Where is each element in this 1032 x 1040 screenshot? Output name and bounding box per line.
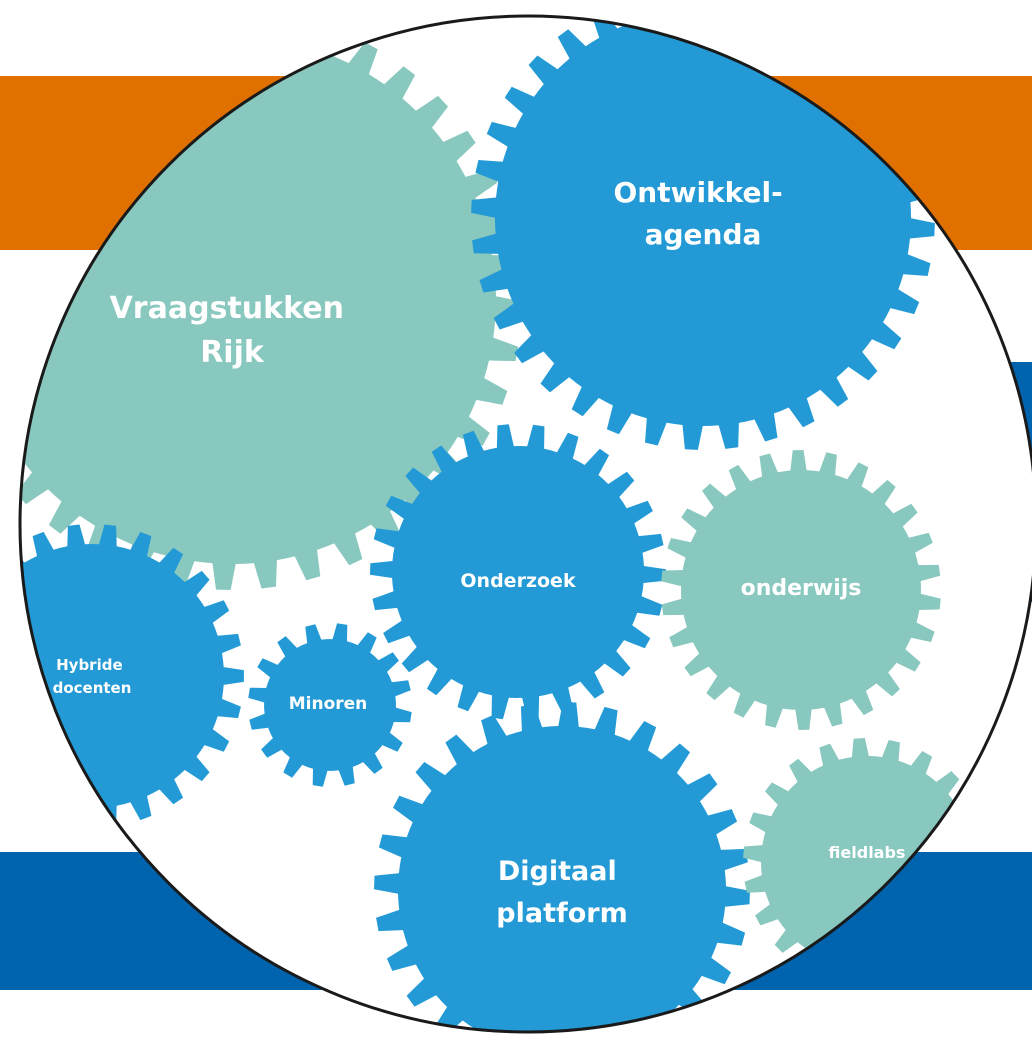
onderzoek-line-1: Onderzoek [460,570,576,592]
gear-label-hybride: Hybride docenten [53,656,132,697]
digitaal-line-2: platform [496,898,627,929]
hybride-line-2: docenten [53,679,132,697]
fieldlabs-line-1: fieldlabs [829,843,906,862]
digitaal-line-1: Digitaal [498,856,617,887]
gear-label-fieldlabs: fieldlabs [829,843,906,862]
gear-onderzoek: Onderzoek [370,424,666,720]
digitaal-gear-icon [374,702,750,1032]
gear-onderwijs: onderwijs [661,450,941,730]
gear-label-onderwijs: onderwijs [741,576,862,601]
gear-digitaal-platform: Digitaal platform [374,702,750,1032]
ontwikkel-line-2: agenda [645,218,762,251]
hybride-line-1: Hybride [56,656,123,674]
gear-label-digitaal: Digitaal platform [496,856,627,929]
gear-hybride-docenten: Hybride docenten [20,524,244,828]
gear-label-onderzoek: Onderzoek [460,570,576,592]
circle-outline [18,14,1032,1034]
vraagstukken-line-2: Rijk [200,335,265,370]
gear-label-vraagstukken: Vraagstukken Rijk [110,291,355,370]
gear-label-ontwikkel: Ontwikkel- agenda [613,176,792,251]
onderwijs-gear-icon [661,450,941,730]
gear-label-minoren: Minoren [289,694,368,714]
onderzoek-gear-icon [370,424,666,720]
gear-minoren: Minoren [248,623,412,787]
vraagstukken-line-1: Vraagstukken [110,291,344,326]
hybride-gear-icon [20,524,244,828]
onderwijs-line-1: onderwijs [741,576,862,601]
ontwikkel-line-1: Ontwikkel- [613,176,782,209]
minoren-gear-icon [248,623,412,787]
minoren-line-1: Minoren [289,694,368,714]
